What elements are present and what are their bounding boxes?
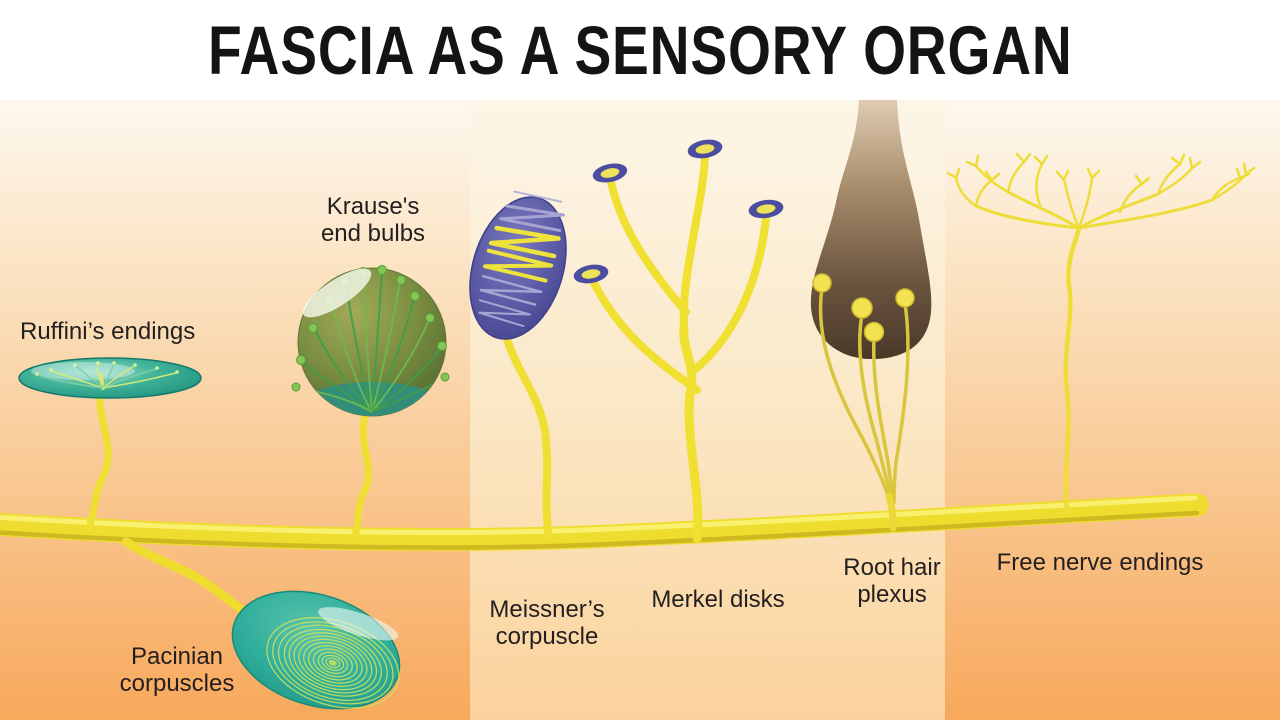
free-nerve-endings-illustration [946, 152, 1256, 516]
ruffini-stalk [85, 384, 112, 532]
label-free-nerve-endings: Free nerve endings [996, 549, 1204, 576]
meissner-body [469, 196, 567, 340]
meissner-stalk [501, 328, 553, 542]
merkel-disc-endings [573, 139, 784, 284]
merkel-disks-illustration [573, 139, 784, 543]
merkel-branches [590, 154, 770, 543]
krause-stalk [351, 409, 372, 542]
pacinian-branch [121, 537, 261, 627]
label-krause-end-bulbs: Krause's end bulbs [320, 193, 426, 247]
diagram-area: Ruffini’s endings Krause's end bulbs Pac… [0, 100, 1280, 720]
ruffini-endings-illustration [18, 357, 202, 532]
meissner-corpuscle-illustration [469, 190, 567, 542]
label-ruffini-endings: Ruffini’s endings [20, 318, 196, 345]
root-hair-nerve-bulbs [812, 273, 915, 343]
main-nerve-trunk [0, 493, 1209, 552]
label-root-hair-plexus: Root hair plexus [843, 554, 941, 608]
diagram-canvas [0, 100, 1256, 710]
page-title: FASCIA AS A SENSORY ORGAN [207, 11, 1073, 89]
meissner-coils [478, 190, 565, 328]
ruffini-inner-fibers [35, 361, 179, 391]
label-pacinian-corpuscles: Pacinian corpuscles [119, 643, 235, 697]
root-hair-fibers [818, 286, 910, 504]
label-merkel-disks: Merkel disks [651, 586, 785, 613]
krause-end-bulbs-illustration [291, 265, 450, 542]
pacinian-corpuscle-illustration [121, 537, 401, 710]
root-hair-plexus-illustration [810, 100, 932, 532]
free-nerve-fan [946, 152, 1256, 230]
free-nerve-stem [1063, 225, 1082, 516]
label-meissner-corpuscle: Meissner’s corpuscle [489, 596, 605, 650]
hair-follicle [810, 100, 932, 360]
title-band: FASCIA AS A SENSORY ORGAN [0, 0, 1280, 100]
